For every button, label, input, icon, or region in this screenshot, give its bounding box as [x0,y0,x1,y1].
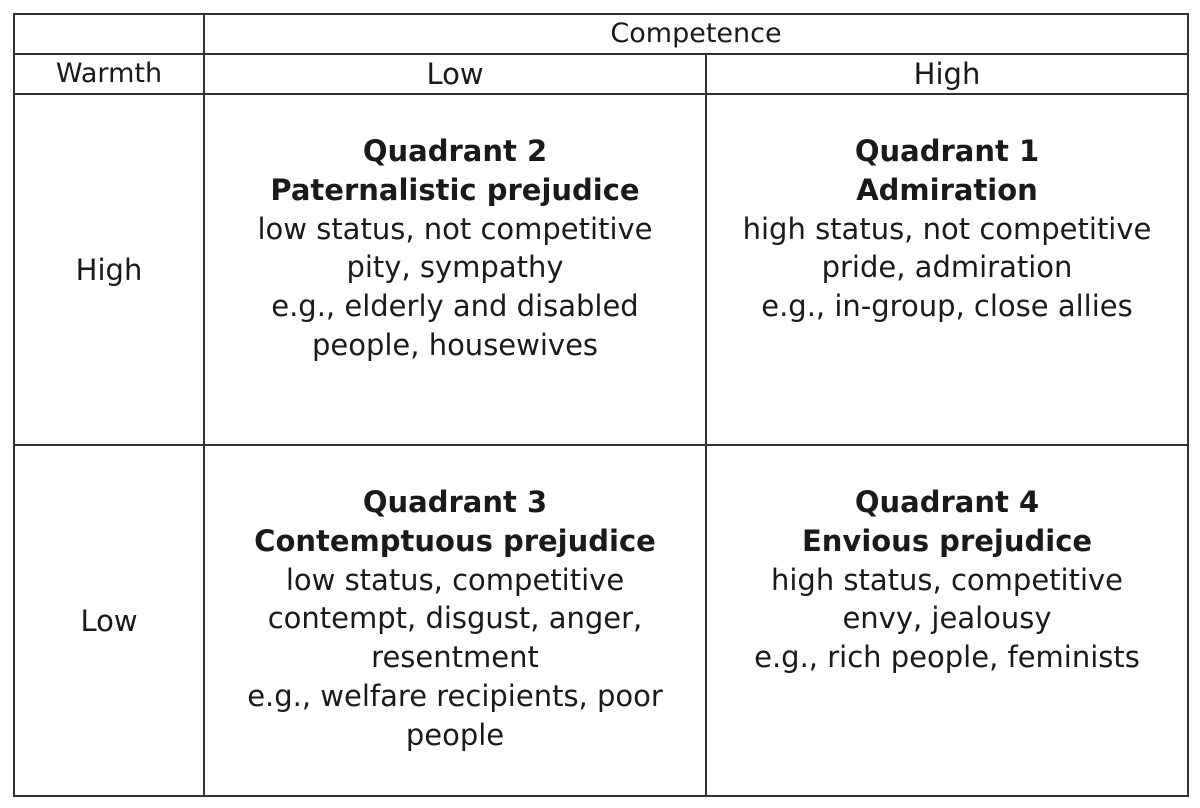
quadrant-line: envy, jealousy [842,601,1052,636]
quadrant-line: e.g., rich people, feminists [754,640,1140,675]
quadrant-line: low status, competitive [285,562,625,597]
quadrant-number: Quadrant 1 [854,134,1040,168]
quadrant-line: people, housewives [311,327,599,362]
quadrant-line: pride, admiration [821,250,1073,285]
warmth-low-label: Low [13,444,205,797]
competence-header: Competence [202,13,1190,55]
quadrant-line: e.g., welfare recipients, poor [247,678,663,713]
header-row-levels: Warmth Low High [13,53,1190,95]
quadrant-line: pity, sympathy [346,250,564,285]
quadrant-name: Contemptuous prejudice [254,523,656,558]
quadrant-line: people [405,717,505,752]
warmth-high-row: High Quadrant 2 Paternalistic prejudice … [13,93,1190,446]
warmth-high-label: High [13,93,205,446]
quadrant-1-cell: Quadrant 1 Admiration high status, not c… [704,93,1190,446]
competence-low-header: Low [203,53,707,95]
quadrant-line: high status, competitive [770,562,1124,597]
quadrant-line: resentment [371,640,539,675]
warmth-competence-table: Competence Warmth Low High High Quadrant… [13,13,1190,797]
quadrant-number: Quadrant 2 [362,134,548,168]
quadrant-line: high status, not competitive [742,211,1152,246]
quadrant-3-cell: Quadrant 3 Contemptuous prejudice low st… [203,444,707,797]
quadrant-number: Quadrant 3 [362,485,548,519]
quadrant-name: Paternalistic prejudice [270,172,640,207]
quadrant-2-cell: Quadrant 2 Paternalistic prejudice low s… [203,93,707,446]
quadrant-4-cell: Quadrant 4 Envious prejudice high status… [704,444,1190,797]
quadrant-line: e.g., in-group, close allies [761,289,1133,324]
quadrant-number: Quadrant 4 [854,485,1040,519]
quadrant-line: e.g., elderly and disabled [271,289,639,324]
stereotype-content-model: Competence Warmth Low High High Quadrant… [13,13,1190,797]
header-row-competence: Competence [13,13,1190,55]
quadrant-name: Admiration [856,172,1038,207]
quadrant-name: Envious prejudice [801,523,1093,558]
quadrant-line: low status, not competitive [257,211,653,246]
warmth-header: Warmth [13,53,205,95]
quadrant-line: contempt, disgust, anger, [267,601,643,636]
competence-high-header: High [704,53,1190,95]
warmth-low-row: Low Quadrant 3 Contemptuous prejudice lo… [13,444,1190,797]
empty-corner-cell [13,13,205,55]
